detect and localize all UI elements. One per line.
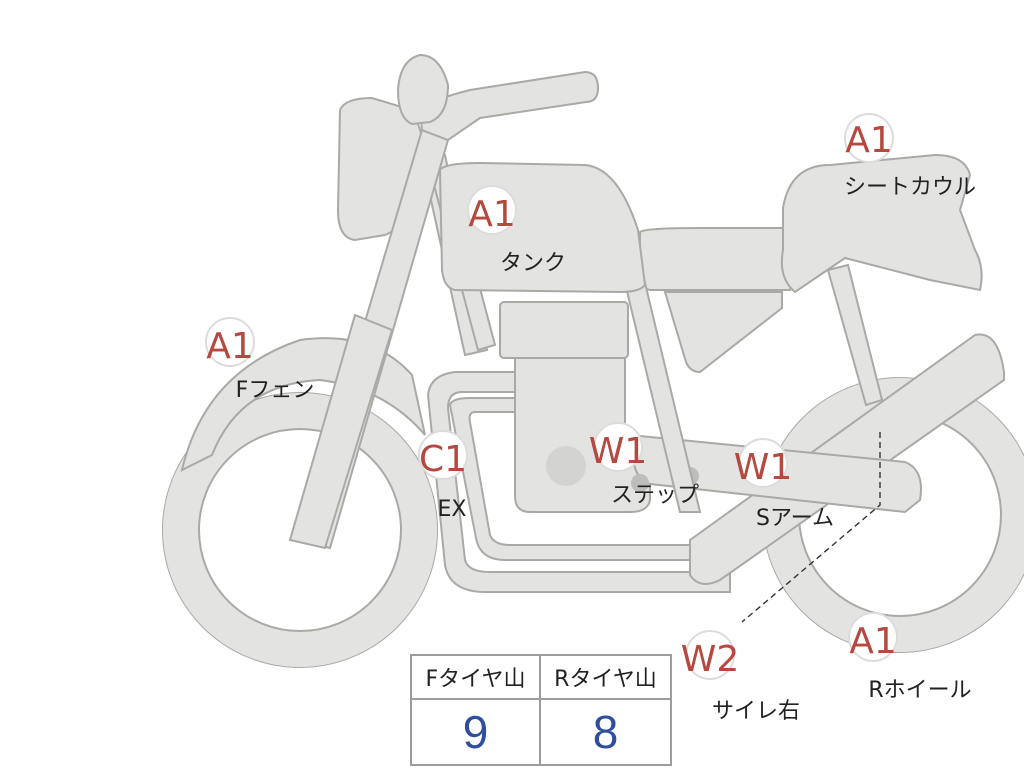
svg-text:A1: A1 — [206, 326, 254, 367]
badge-tank: A1 タンク — [467, 185, 566, 276]
front-tire-header: Fタイヤ山 — [412, 656, 541, 700]
front-tire-value: 9 — [412, 700, 541, 764]
rear-tire-header: Rタイヤ山 — [541, 656, 670, 700]
badge-rear-wheel: A1 Rホイール — [848, 612, 972, 703]
svg-text:Fフェン: Fフェン — [236, 378, 315, 403]
svg-text:EX: EX — [438, 497, 467, 522]
engine-head — [499, 301, 629, 359]
svg-text:W1: W1 — [589, 431, 648, 472]
mirror — [396, 53, 450, 126]
svg-text:A1: A1 — [849, 621, 897, 662]
svg-text:Sアーム: Sアーム — [756, 506, 834, 531]
side-cover — [663, 291, 783, 374]
tire-tread-table: Fタイヤ山 Rタイヤ山 9 8 — [410, 654, 672, 766]
badge-step: W1 ステップ — [589, 422, 699, 508]
front-wheel — [162, 392, 438, 668]
svg-text:シートカウル: シートカウル — [844, 175, 976, 200]
fork-lower — [288, 313, 394, 550]
engine-cover — [546, 446, 586, 486]
svg-text:C1: C1 — [419, 439, 467, 480]
badge-silencer-right: W2 サイレ右 — [681, 630, 800, 724]
svg-text:W2: W2 — [681, 639, 740, 680]
rear-tire-value: 8 — [592, 706, 619, 758]
badge-swing-arm: W1 Sアーム — [734, 438, 834, 531]
leader-swing-arm — [741, 432, 881, 623]
svg-text:タンク: タンク — [500, 251, 566, 276]
badge-seat-cowl: A1 シートカウル — [844, 113, 976, 200]
badge-front-fender: A1 Fフェン — [205, 317, 315, 403]
svg-text:A1: A1 — [845, 120, 893, 161]
badge-exhaust: C1 EX — [418, 430, 468, 522]
svg-text:W1: W1 — [734, 447, 793, 488]
exhaust-pipe-upper — [448, 397, 721, 561]
rear-frame — [826, 263, 884, 407]
seat-shape — [638, 227, 802, 291]
svg-text:Rホイール: Rホイール — [868, 678, 971, 703]
seat-cowl-shape — [780, 153, 983, 294]
svg-text:ステップ: ステップ — [611, 483, 699, 508]
step-peg-left — [631, 474, 649, 492]
exhaust-pipe-lower — [426, 371, 731, 593]
svg-text:サイレ右: サイレ右 — [712, 699, 800, 724]
svg-text:A1: A1 — [468, 194, 516, 235]
